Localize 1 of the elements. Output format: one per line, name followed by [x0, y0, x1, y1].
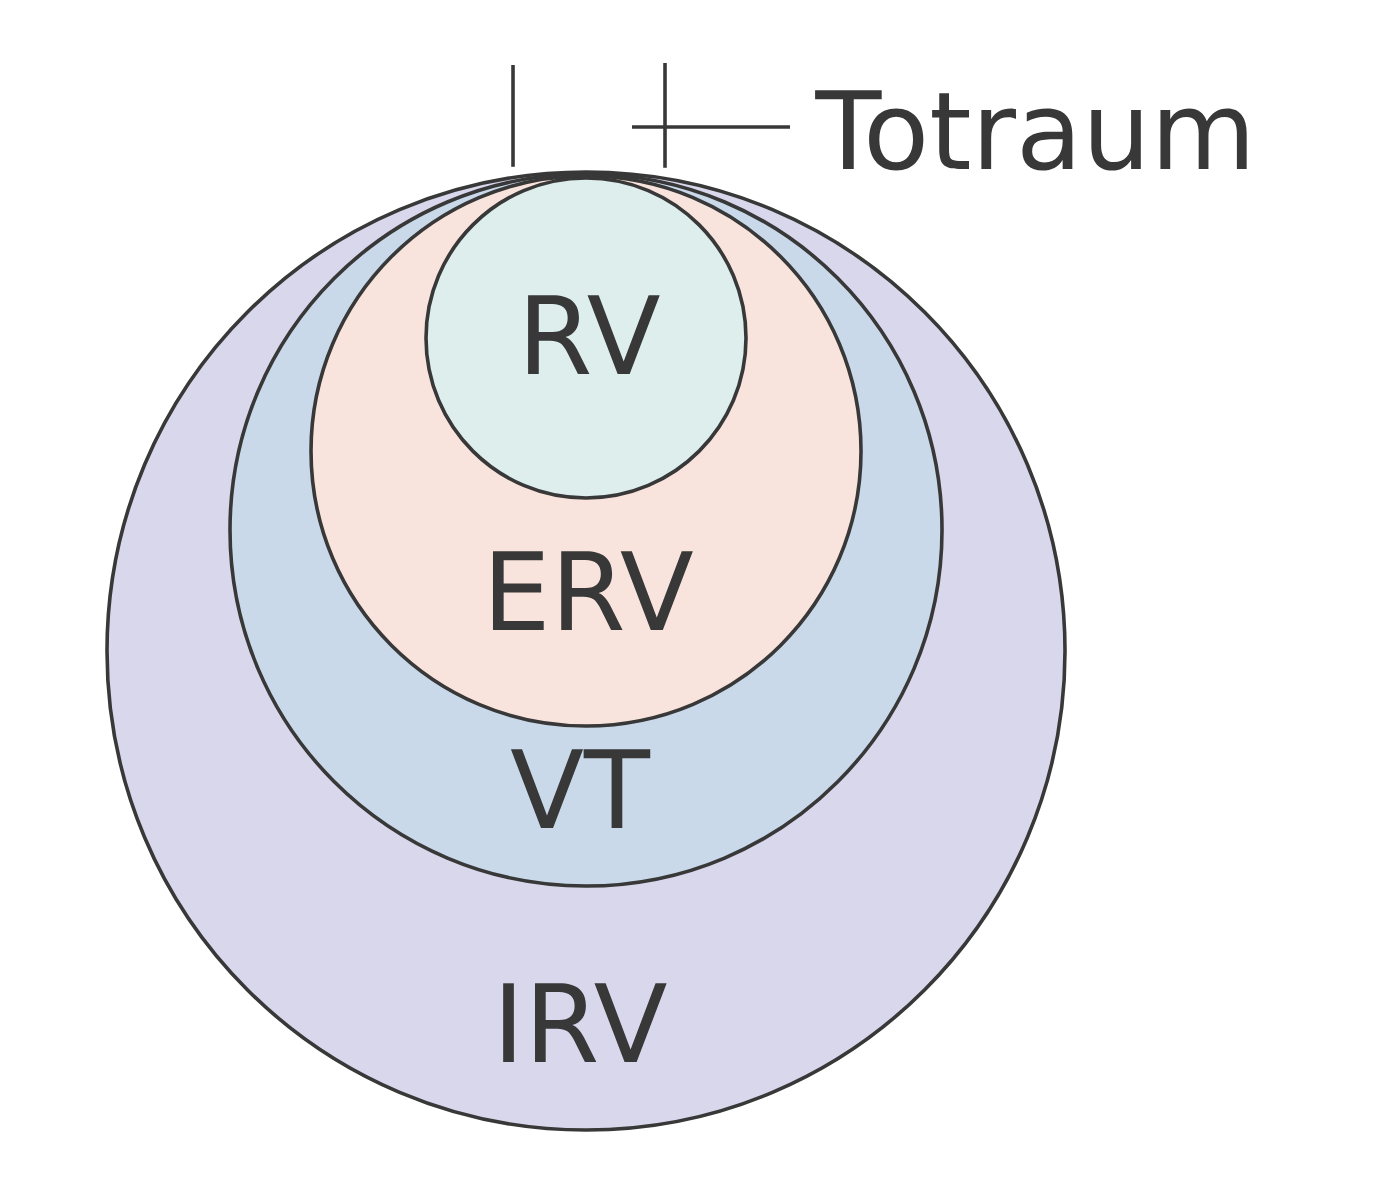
dimension-label: Totraum	[815, 90, 1247, 171]
